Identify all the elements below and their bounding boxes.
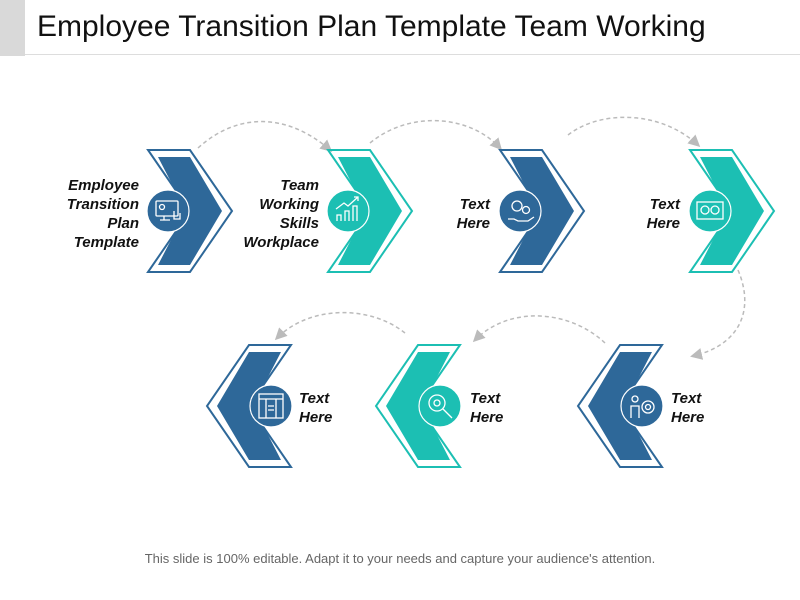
step-chevron	[688, 149, 776, 273]
monitor-user-icon	[155, 200, 181, 221]
title-accent-bar	[0, 0, 25, 56]
connector-arrow	[690, 269, 746, 360]
chevron-fill	[700, 157, 764, 265]
chevron-fill	[338, 157, 402, 265]
growth-chart-icon	[335, 196, 359, 221]
slide-title: Employee Transition Plan Template Team W…	[37, 10, 706, 43]
step-label: Employee Transition Plan Template	[66, 177, 139, 251]
step-label: Text Here	[299, 390, 333, 426]
step-label: Team Working Skills Workplace	[243, 177, 319, 251]
connector-arrow	[274, 311, 406, 341]
step-chevron	[498, 149, 586, 273]
gear-search-icon	[428, 394, 453, 419]
chevron-fill	[158, 157, 222, 265]
step-chevron	[205, 344, 293, 468]
title-divider	[25, 54, 800, 55]
connector-arrow	[369, 119, 503, 151]
chevron-fill	[217, 352, 281, 460]
step-label: Text Here	[456, 196, 490, 232]
step-chevron	[146, 149, 234, 273]
connector-arrow	[197, 120, 333, 152]
footer-note: This slide is 100% editable. Adapt it to…	[144, 551, 656, 566]
step-chevron	[374, 344, 462, 468]
step-label: Text Here	[671, 390, 705, 426]
connector-arrow	[567, 116, 701, 148]
presentation-board-icon	[696, 201, 724, 220]
step-label: Text Here	[646, 196, 680, 232]
chevron-fill	[510, 157, 574, 265]
chevron-fill	[386, 352, 450, 460]
dashboard-window-icon	[258, 393, 284, 419]
icon-circle	[418, 384, 462, 428]
chevron-fill	[588, 352, 652, 460]
connector-arrow	[472, 315, 606, 344]
step-chevron	[576, 344, 664, 468]
gears-hand-icon	[508, 200, 535, 222]
icon-circle	[688, 189, 732, 233]
step-chevron	[326, 149, 414, 273]
step-label: Text Here	[470, 390, 504, 426]
icon-circle	[498, 189, 542, 233]
icon-circle	[146, 189, 190, 233]
person-gear-icon	[630, 395, 655, 418]
